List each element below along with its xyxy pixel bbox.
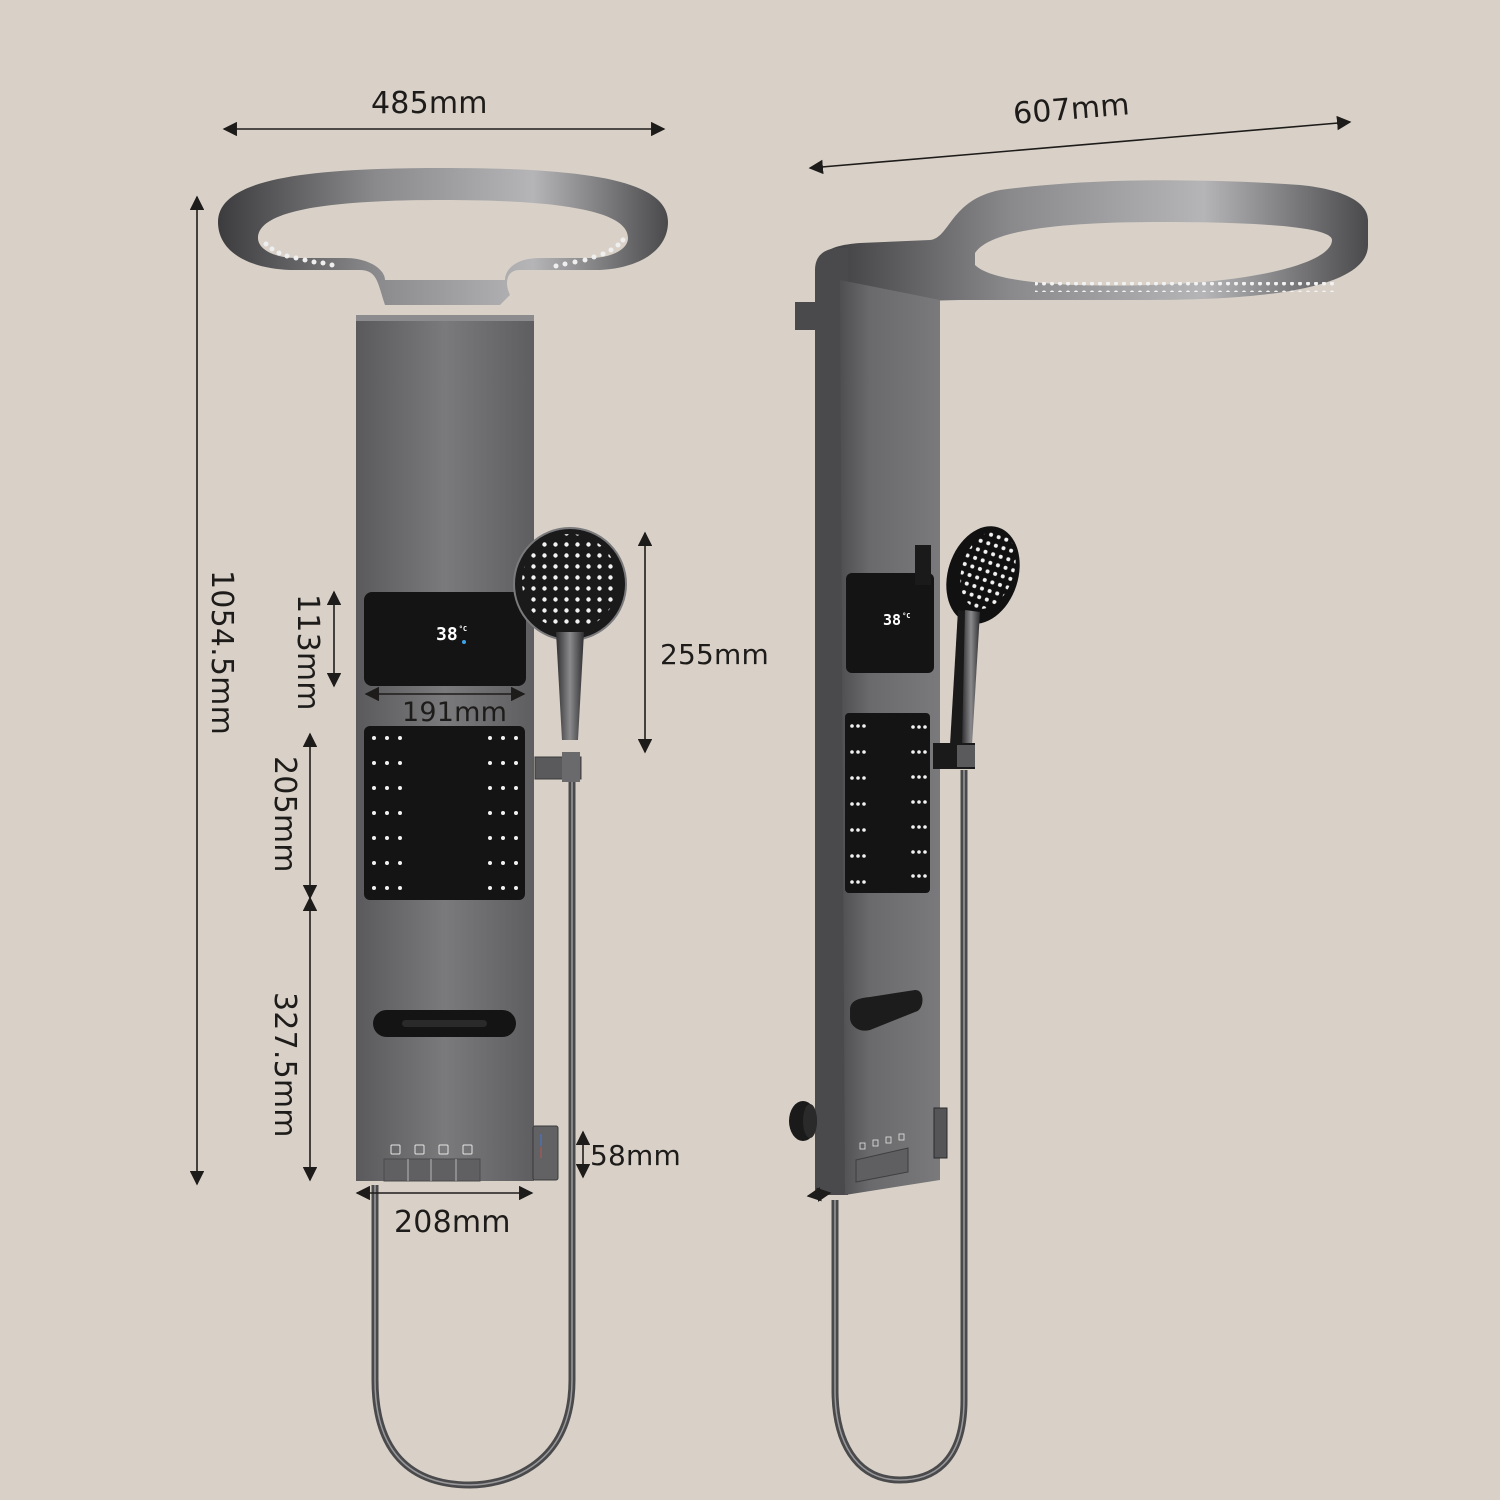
side-overhead-rain-ring (820, 180, 1368, 302)
side-temperature-control-box (933, 1107, 948, 1159)
water-drop-icon (462, 640, 467, 644)
label-hand-shower-height: 255mm (660, 638, 769, 671)
tap-icon (462, 1144, 473, 1155)
side-hand-shower (915, 526, 1020, 769)
side-temperature-value: 38 (883, 611, 902, 629)
label-overhead-width: 485mm (371, 86, 488, 121)
label-total-height: 1054.5mm (204, 570, 239, 736)
temperature-display (364, 592, 526, 686)
label-panel-width: 208mm (394, 1205, 511, 1240)
label-display-width: 191mm (402, 697, 508, 728)
temperature-control-box (532, 1125, 559, 1181)
side-display-readout: 38°C (883, 613, 911, 628)
side-view (789, 180, 1368, 1484)
label-lower-section-height: 327.5mm (267, 992, 302, 1138)
side-body-jet-panel (845, 713, 930, 893)
rain-shower-icon (414, 1144, 425, 1155)
side-temperature-unit: °C (902, 612, 911, 620)
body-jet-panel (364, 726, 525, 900)
hand-shower-icon (390, 1144, 401, 1155)
temperature-value: 38 (436, 624, 458, 645)
side-dimension-lines (806, 115, 1352, 1202)
control-buttons (383, 1144, 481, 1182)
side-waterfall-outlet (850, 989, 923, 1031)
front-display-readout: 38°C (436, 626, 467, 644)
front-view (218, 168, 668, 1489)
side-panel-body (815, 248, 848, 1195)
side-temperature-display (846, 573, 934, 673)
waterfall-outlet (373, 1010, 516, 1037)
side-control-buttons (855, 1133, 909, 1183)
overhead-rain-ring (218, 168, 668, 305)
tap-icon (438, 1144, 449, 1155)
side-knob (789, 1101, 817, 1141)
temperature-unit: °C (458, 625, 468, 633)
hand-shower (513, 527, 627, 782)
label-control-box-height: 58mm (590, 1139, 681, 1172)
front-dimension-lines (189, 121, 666, 1201)
label-massage-panel-height: 205mm (267, 756, 302, 873)
label-display-height: 113mm (290, 594, 325, 711)
